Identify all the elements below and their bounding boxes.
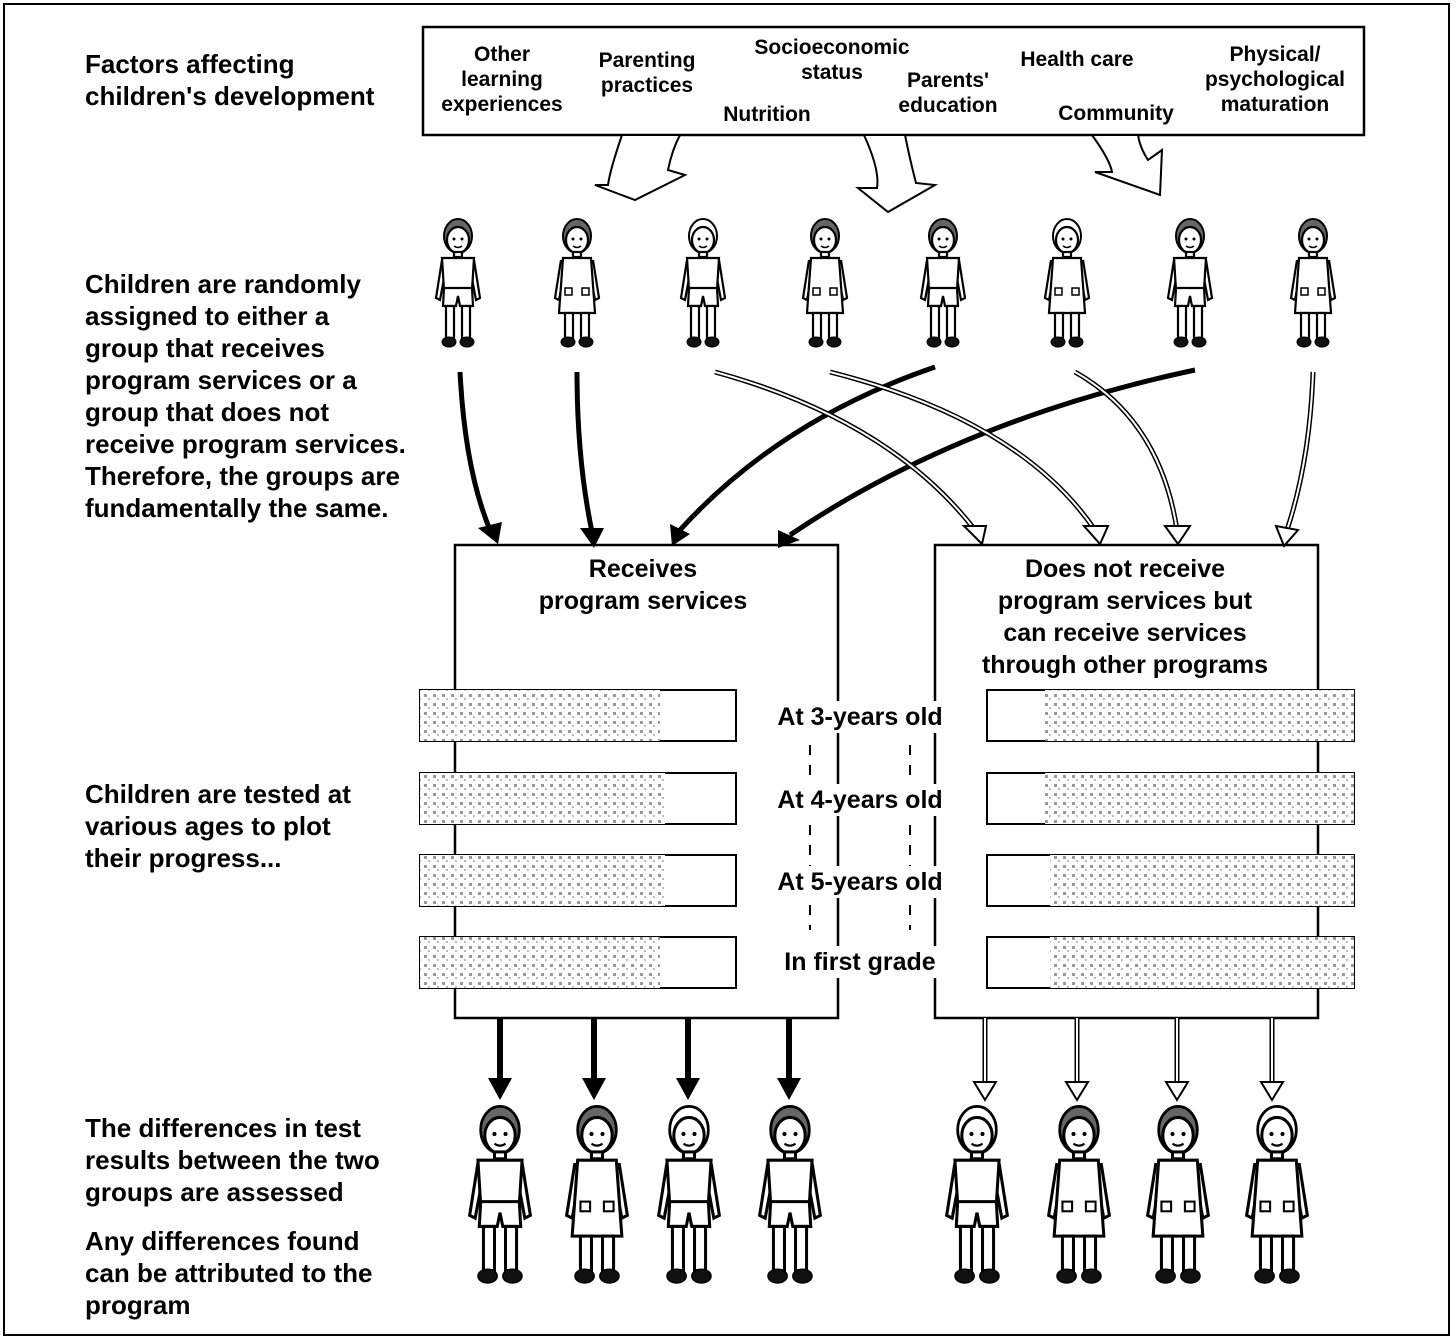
factors-label: Factors affecting children's development bbox=[85, 49, 375, 111]
age-label-4: At 4-years old bbox=[773, 784, 947, 816]
child-boy-figure bbox=[656, 1105, 722, 1284]
differences-label: The differences in test results between … bbox=[85, 1113, 380, 1207]
child-girl-figure bbox=[1289, 218, 1337, 348]
testing-label: Children are tested at various ages to p… bbox=[85, 779, 351, 873]
factor-parenting-practices: Parenting practices bbox=[598, 49, 696, 97]
control-group-box bbox=[933, 543, 1320, 1020]
control-arrowheads bbox=[961, 524, 1300, 548]
children-top-row bbox=[434, 218, 1337, 348]
control-group-title: Does not receive program services but ca… bbox=[981, 555, 1269, 679]
child-girl-figure bbox=[1244, 1105, 1310, 1284]
age-label-5: At 5-years old bbox=[773, 866, 947, 898]
child-boy-figure bbox=[467, 1105, 533, 1284]
age-label-3: At 3-years old bbox=[773, 701, 947, 733]
age-label-first-grade: In first grade bbox=[780, 946, 940, 978]
child-girl-figure bbox=[801, 218, 849, 348]
factor-parents-education: Parents' education bbox=[898, 69, 998, 117]
test-bars bbox=[419, 689, 1355, 989]
control-output-arrows bbox=[982, 1018, 1275, 1082]
child-girl-figure bbox=[1043, 218, 1091, 348]
attribution-label: Any differences found can be attributed … bbox=[85, 1226, 373, 1320]
child-girl-figure bbox=[564, 1105, 630, 1284]
factor-arrow-left bbox=[594, 134, 688, 202]
child-girl-figure bbox=[553, 218, 601, 348]
child-boy-figure bbox=[919, 218, 967, 348]
treatment-group-title: Receives program services bbox=[538, 555, 748, 615]
child-girl-figure bbox=[1145, 1105, 1211, 1284]
child-boy-figure bbox=[944, 1105, 1010, 1284]
factor-socioeconomic-status: Socioeconomic status bbox=[754, 36, 910, 84]
children-bottom-row bbox=[467, 1105, 1310, 1284]
child-boy-figure bbox=[679, 218, 727, 348]
factor-other-learning: Other learning experiences bbox=[441, 43, 563, 116]
factor-health-care: Health care bbox=[1020, 48, 1134, 71]
treatment-output-arrows bbox=[497, 1018, 792, 1080]
factor-nutrition: Nutrition bbox=[723, 103, 811, 126]
treatment-arrowheads bbox=[478, 522, 800, 548]
factor-community: Community bbox=[1058, 102, 1174, 125]
diagram-frame bbox=[3, 3, 1450, 1336]
factor-arrows bbox=[594, 134, 1164, 214]
random-assignment-label: Children are randomly assigned to either… bbox=[85, 269, 406, 523]
factor-arrow-center bbox=[855, 134, 939, 214]
treatment-assignment-arrows bbox=[457, 364, 1196, 538]
child-boy-figure bbox=[434, 218, 482, 348]
child-boy-figure bbox=[757, 1105, 823, 1284]
factors-box bbox=[421, 25, 1366, 137]
factor-arrow-right bbox=[1090, 134, 1164, 197]
child-boy-figure bbox=[1166, 218, 1214, 348]
factor-maturation: Physical/ psychological maturation bbox=[1204, 43, 1346, 116]
child-girl-figure bbox=[1046, 1105, 1112, 1284]
